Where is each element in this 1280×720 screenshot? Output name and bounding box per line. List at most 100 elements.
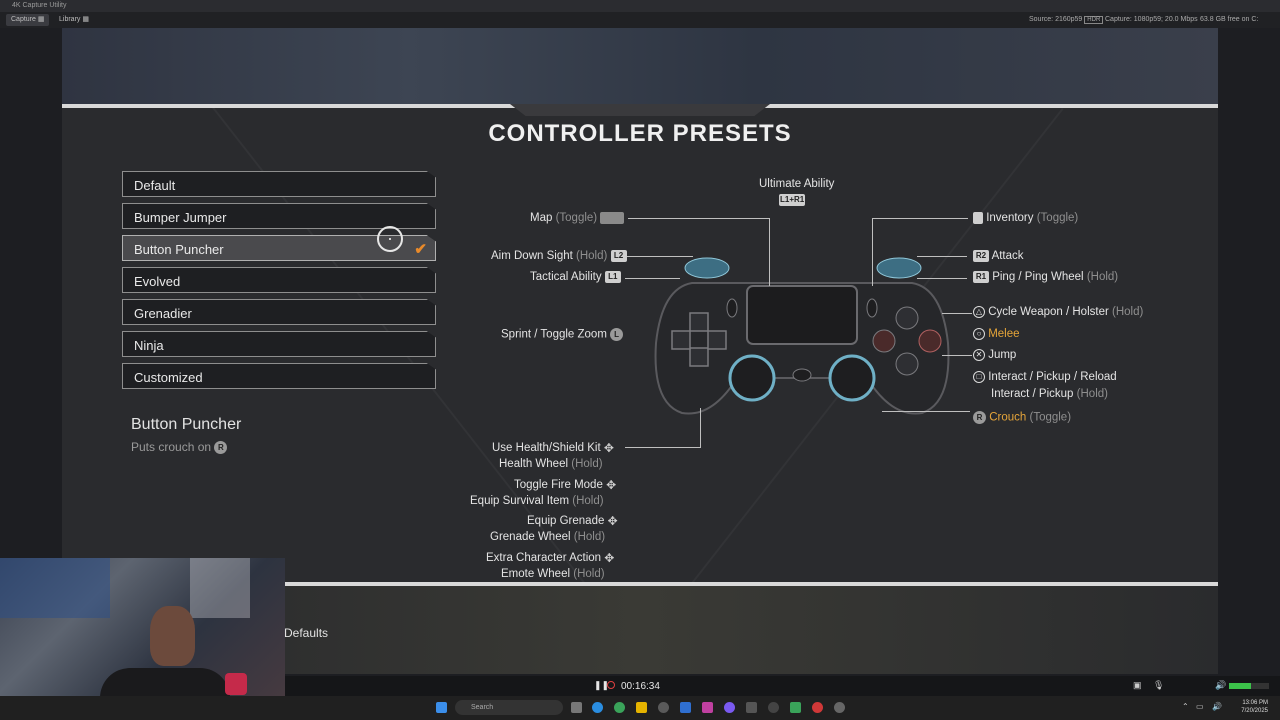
connector-line — [942, 355, 972, 356]
tab-capture[interactable]: Capture ▦ — [6, 14, 50, 26]
webcam-person — [150, 606, 195, 666]
options-button — [866, 298, 878, 318]
search-input[interactable]: Search — [455, 700, 563, 715]
label-map: Map (Toggle) — [530, 212, 625, 224]
label-grenade: Equip Grenade ✥ — [527, 514, 618, 528]
network-icon[interactable]: ▭ — [1196, 702, 1204, 711]
dpad-icon: ✥ — [604, 551, 615, 565]
play-icon[interactable] — [790, 702, 801, 713]
window-title: 4K Capture Utility — [12, 2, 67, 9]
top-background — [62, 28, 1218, 104]
preset-default[interactable]: Default — [122, 171, 436, 197]
check-icon: ✔ — [414, 241, 427, 258]
left-stick — [728, 354, 776, 402]
discord-icon[interactable] — [724, 702, 735, 713]
capture-status: Capture: 1080p59; 20.0 Mbps — [1105, 16, 1198, 23]
cursor-ring-icon — [377, 226, 403, 252]
label-ads: Aim Down Sight (Hold) L2 — [491, 250, 627, 262]
share-button — [726, 298, 738, 318]
bottom-divider — [62, 582, 1218, 586]
dpad-icon: ✥ — [606, 478, 617, 492]
connector-line — [625, 447, 701, 448]
label-cycle-weapon: △ Cycle Weapon / Holster (Hold) — [973, 306, 1143, 318]
tray-chevron-icon[interactable]: ⌃ — [1182, 702, 1189, 711]
preset-evolved[interactable]: Evolved — [122, 267, 436, 293]
preset-description-title: Button Puncher — [131, 416, 242, 433]
task-view-icon[interactable] — [571, 702, 582, 713]
webcam-device — [225, 673, 247, 695]
connector-line — [769, 218, 770, 286]
preset-grenadier[interactable]: Grenadier — [122, 299, 436, 325]
window-title-bar: 4K Capture Utility — [0, 0, 1280, 12]
speaker-icon[interactable]: 🔊 — [1215, 680, 1227, 690]
label-extra-action: Extra Character Action ✥ — [486, 551, 615, 565]
preset-ninja[interactable]: Ninja — [122, 331, 436, 357]
volume-meter[interactable] — [1229, 683, 1269, 689]
label-inventory: Inventory (Toggle) — [973, 212, 1078, 224]
connector-line — [625, 256, 693, 257]
pause-icon[interactable]: ❚❚ — [594, 680, 610, 690]
volume-icon[interactable]: 🔊 — [1212, 702, 1222, 711]
label-attack: R2 Attack — [973, 250, 1024, 262]
dpad — [671, 312, 727, 367]
game-screen: CONTROLLER PRESETS Default Bumper Jumper… — [62, 28, 1218, 674]
tab-library[interactable]: Library ▦ — [59, 16, 89, 23]
square-icon: □ — [973, 371, 985, 383]
label-jump: ✕ Jump — [973, 349, 1016, 361]
preset-bumper-jumper[interactable]: Bumper Jumper — [122, 203, 436, 229]
label-ultimate: Ultimate Ability — [759, 178, 835, 190]
connector-line — [872, 218, 873, 286]
preset-description-text: Puts crouch on R — [131, 440, 228, 455]
store-icon[interactable] — [680, 702, 691, 713]
options-icon — [973, 212, 983, 224]
label-melee: ○ Melee — [973, 328, 1020, 340]
app-icon[interactable] — [768, 702, 779, 713]
webcam-light — [0, 558, 110, 618]
connector-line — [628, 218, 770, 219]
top-notch — [510, 104, 770, 116]
label-grenade-wheel: Grenade Wheel (Hold) — [490, 531, 606, 543]
app-icon[interactable] — [834, 702, 845, 713]
obs-icon[interactable] — [658, 702, 669, 713]
label-health: Use Health/Shield Kit ✥ — [492, 441, 614, 455]
defaults-label[interactable]: Defaults — [284, 626, 329, 640]
touchpad — [746, 285, 858, 345]
app-icon[interactable] — [746, 702, 757, 713]
storage-status: 63.8 GB free on C: — [1200, 16, 1259, 23]
record-icon[interactable] — [607, 681, 615, 689]
triangle-button — [895, 306, 919, 330]
preset-customized[interactable]: Customized — [122, 363, 436, 389]
recording-bar: ❚❚ 00:16:34 ▣ 🎙 🔊 — [285, 676, 1280, 696]
circle-button — [918, 329, 942, 353]
webcam-overlay — [0, 558, 285, 720]
label-fire-mode: Toggle Fire Mode ✥ — [514, 478, 617, 492]
start-icon[interactable] — [436, 702, 447, 713]
controller-diagram — [654, 257, 950, 415]
connector-line — [942, 313, 972, 314]
label-interact-hold: Interact / Pickup (Hold) — [991, 388, 1108, 400]
connector-line — [700, 408, 701, 448]
triangle-icon: △ — [973, 306, 985, 318]
edge-icon[interactable] — [592, 702, 603, 713]
r1-bumper — [876, 257, 922, 279]
webcam-window — [190, 558, 250, 618]
folder-icon[interactable] — [636, 702, 647, 713]
connector-line — [917, 256, 967, 257]
circle-icon: ○ — [973, 328, 985, 340]
label-tactical: Tactical Ability L1 — [530, 271, 621, 283]
square-button — [872, 329, 896, 353]
label-survival: Equip Survival Item (Hold) — [470, 495, 604, 507]
connector-line — [882, 411, 970, 412]
screen-icon[interactable]: ▣ — [1133, 680, 1142, 690]
recording-time: 00:16:34 — [621, 681, 660, 692]
cross-icon: ✕ — [973, 349, 985, 361]
app-icon[interactable] — [702, 702, 713, 713]
dpad-icon: ✥ — [607, 514, 618, 528]
mic-icon[interactable]: 🎙 — [1153, 680, 1165, 690]
label-ultimate-badge: L1+R1 — [779, 194, 806, 206]
chrome-icon[interactable] — [614, 702, 625, 713]
app-icon[interactable] — [812, 702, 823, 713]
label-health-wheel: Health Wheel (Hold) — [499, 458, 603, 470]
